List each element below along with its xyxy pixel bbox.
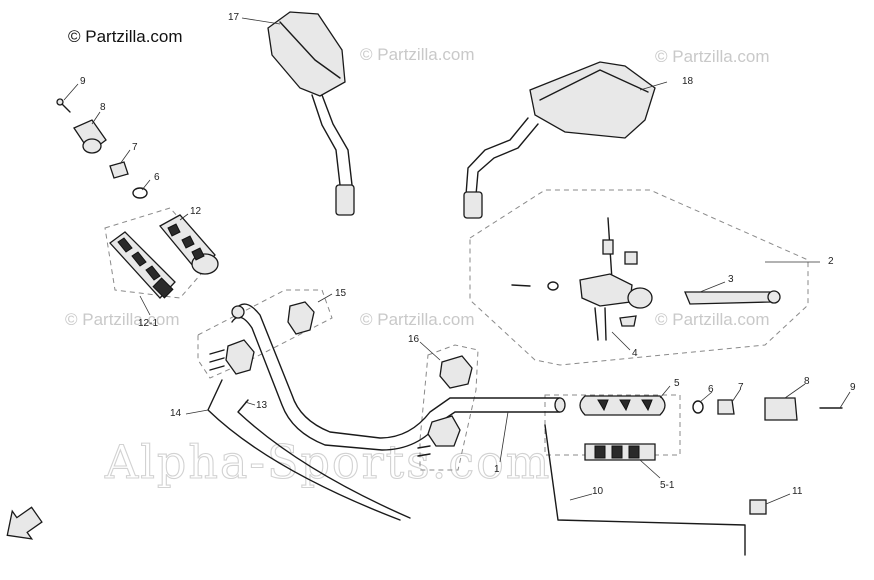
callout-18: 18 [682, 76, 694, 87]
callout-12-1: 12-1 [138, 318, 158, 329]
callout-12: 12 [190, 206, 202, 217]
right-bar-end-8 [764, 397, 798, 421]
left-switch-outline [197, 289, 333, 379]
handlebar-tube-upper [234, 303, 561, 439]
watermark-partzilla-1: © Partzilla.com [360, 45, 475, 64]
handlebar [231, 303, 566, 451]
right-grips [579, 395, 666, 461]
right-switch-outline [419, 344, 479, 471]
right-grip-5 [579, 395, 666, 416]
left-mirror-stem [311, 94, 341, 186]
callout-11: 11 [792, 486, 803, 497]
lever-washer [547, 281, 559, 291]
right-mirror-stem [465, 117, 529, 196]
brake-lever-3 [684, 291, 777, 305]
callout-6-right: 6 [708, 384, 714, 395]
group-outlines [104, 189, 809, 471]
callout-8-right: 8 [804, 376, 810, 387]
lever-clamp-bolts [594, 307, 607, 341]
callout-13: 13 [256, 400, 268, 411]
left-mirror-mount [335, 184, 355, 216]
right-switch [417, 355, 473, 457]
lever-screw-left [511, 284, 531, 287]
right-mirror-mount [463, 191, 483, 219]
right-switch-lower [427, 415, 461, 447]
watermark-partzilla-3: © Partzilla.com [65, 310, 180, 329]
left-mirror-stem-2 [321, 94, 353, 186]
left-switch-lower [225, 339, 255, 375]
left-grips [109, 214, 219, 299]
handlebar-right-end [554, 397, 566, 413]
left-end-parts [56, 98, 148, 199]
callout-15: 15 [335, 288, 347, 299]
lever-bolt-nut [602, 239, 614, 255]
left-bolt-9 [61, 103, 71, 113]
right-mirror [463, 61, 656, 219]
callout-17: 17 [228, 12, 240, 23]
handlebar-tube-lower [231, 316, 561, 451]
left-grip-12-pattern [167, 223, 205, 261]
lever-cap [624, 251, 638, 265]
lever-pivot [627, 287, 653, 309]
watermark-partzilla-2: © Partzilla.com [655, 47, 770, 66]
right-grip-outline [544, 394, 681, 456]
brake-lever-assembly [511, 217, 781, 341]
clip-11 [749, 499, 767, 515]
callout-16: 16 [408, 334, 420, 345]
left-bolt-9-head [56, 98, 64, 106]
left-mirror-head [267, 11, 346, 97]
right-mirror-edge [539, 69, 649, 101]
left-mirror [267, 11, 355, 216]
callout-10: 10 [592, 486, 604, 497]
handlebar-left-end [231, 305, 245, 319]
left-bar-end-8-face [82, 138, 102, 154]
callout-7-right: 7 [738, 382, 744, 393]
right-ring-6 [692, 400, 704, 414]
watermark-partzilla-main: © Partzilla.com [68, 27, 183, 46]
right-grip-5-pattern [597, 399, 653, 412]
right-switch-upper [439, 355, 473, 389]
callout-4: 4 [632, 348, 638, 359]
watermark-alpha-sports: Alpha-Sports.com [104, 435, 551, 489]
front-arrow-icon [6, 506, 43, 540]
callout-9-left: 9 [80, 76, 86, 87]
left-ring-6 [132, 187, 148, 199]
watermark-partzilla-4: © Partzilla.com [360, 310, 475, 329]
callout-9-right: 9 [850, 382, 856, 393]
brake-lever-tip [767, 290, 781, 304]
left-collar-7 [109, 161, 129, 179]
callout-1: 1 [494, 464, 500, 475]
left-switch-upper [287, 301, 315, 335]
master-cylinder [579, 273, 633, 307]
right-switch-screws [417, 445, 431, 457]
callout-2: 2 [828, 256, 834, 267]
right-mirror-stem-2 [475, 123, 539, 196]
callout-8-left: 8 [100, 102, 106, 113]
right-end-parts [692, 397, 843, 515]
brake-lever-assembly-outline [469, 189, 809, 366]
cable-10 [544, 424, 746, 556]
callout-7-left: 7 [132, 142, 138, 153]
callout-5: 5 [674, 378, 680, 389]
callout-labels: 17 18 9 8 7 6 12 12-1 15 2 3 4 16 14 13 … [80, 12, 856, 497]
right-grip-5-1-pattern [594, 445, 640, 459]
left-grip-12-1-pattern [117, 237, 161, 281]
leader-lines [63, 17, 851, 505]
watermark-layer: © Partzilla.com © Partzilla.com © Partzi… [65, 27, 770, 490]
left-grip-outline [104, 207, 216, 299]
callout-3: 3 [728, 274, 734, 285]
cable-14 [207, 379, 401, 521]
callout-14: 14 [170, 408, 182, 419]
callout-5-1: 5-1 [660, 480, 675, 491]
watermark-partzilla-5: © Partzilla.com [655, 310, 770, 329]
left-switch-screws [209, 349, 225, 371]
left-mirror-edge [279, 21, 341, 79]
right-collar-7 [717, 399, 735, 415]
left-grip-12-1-end [152, 277, 174, 299]
lever-clip [619, 315, 637, 327]
callout-6-left: 6 [154, 172, 160, 183]
left-switch [209, 301, 315, 375]
